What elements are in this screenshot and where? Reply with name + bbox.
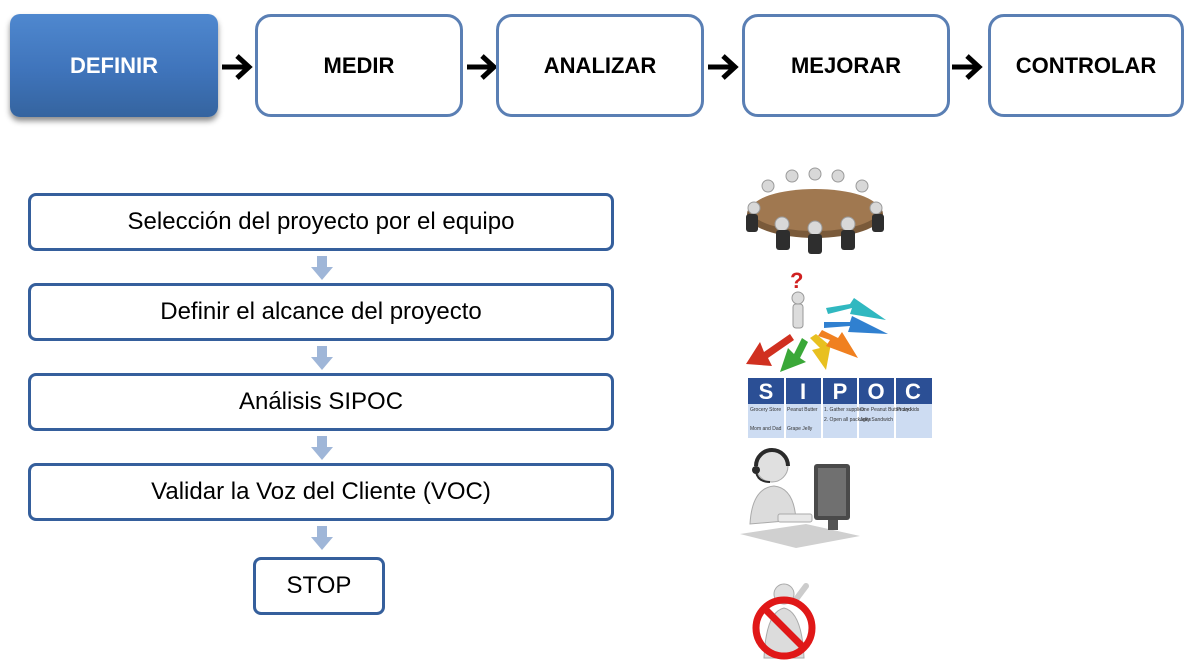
arrow-right-icon — [708, 54, 739, 80]
step-label: Análisis SIPOC — [238, 388, 404, 415]
phase-label: MEDIR — [323, 52, 395, 78]
step-stop: STOP — [253, 557, 385, 615]
sipoc-cell: Mom and Dad — [750, 426, 782, 432]
sipoc-cell: Grocery Store — [750, 407, 781, 413]
sipoc-cell: One Peanut Butter and — [860, 407, 911, 413]
down-arrow-icon — [311, 256, 333, 280]
sipoc-cell: Jelly Sandwich — [860, 417, 893, 423]
down-arrow-icon — [311, 526, 333, 550]
step-alcance: Definir el alcance del proyecto — [28, 283, 614, 341]
meeting-table-icon — [746, 167, 884, 254]
arrow-right-icon — [952, 54, 983, 80]
sipoc-letter: O — [867, 379, 884, 404]
sipoc-cell: Peanut Butter — [787, 407, 818, 413]
step-label: Validar la Voz del Cliente (VOC) — [151, 478, 491, 505]
down-arrow-icon — [311, 346, 333, 370]
phase-analizar: ANALIZAR — [496, 14, 704, 117]
step-sipoc: Análisis SIPOC — [28, 373, 614, 431]
sipoc-table-icon: S I P O C Grocery Store Peanut Butter 1.… — [748, 378, 932, 438]
support-agent-icon — [740, 448, 860, 548]
svg-text:?: ? — [790, 268, 803, 293]
step-label: STOP — [286, 572, 352, 599]
step-label: Definir el alcance del proyecto — [160, 298, 482, 325]
phase-controlar: CONTROLAR — [988, 14, 1184, 117]
step-voc: Validar la Voz del Cliente (VOC) — [28, 463, 614, 521]
phase-definir: DEFINIR — [10, 14, 218, 117]
phase-label: MEJORAR — [790, 52, 901, 78]
phase-label: ANALIZAR — [543, 52, 657, 78]
sipoc-letter: S — [759, 379, 774, 404]
phase-medir: MEDIR — [255, 14, 463, 117]
question-arrows-icon: ? — [746, 268, 888, 372]
step-seleccion: Selección del proyecto por el equipo — [28, 193, 614, 251]
phase-label: CONTROLAR — [1015, 52, 1157, 78]
sipoc-letter: I — [800, 379, 806, 404]
sipoc-cell: Picky kids — [897, 407, 920, 413]
phase-label: DEFINIR — [70, 52, 158, 78]
sipoc-cell: 1. Gather supplies — [824, 407, 865, 413]
phase-mejorar: MEJORAR — [742, 14, 950, 117]
sipoc-cell: 2. Open all packages — [824, 417, 871, 423]
down-arrow-icon — [311, 436, 333, 460]
sipoc-letter: C — [905, 379, 921, 404]
sipoc-letter: P — [833, 379, 848, 404]
step-label: Selección del proyecto por el equipo — [127, 208, 515, 235]
sipoc-cell: Grape Jelly — [787, 426, 813, 432]
arrow-right-icon — [467, 54, 498, 80]
stop-sign-icon — [752, 583, 816, 660]
arrow-right-icon — [222, 54, 253, 80]
